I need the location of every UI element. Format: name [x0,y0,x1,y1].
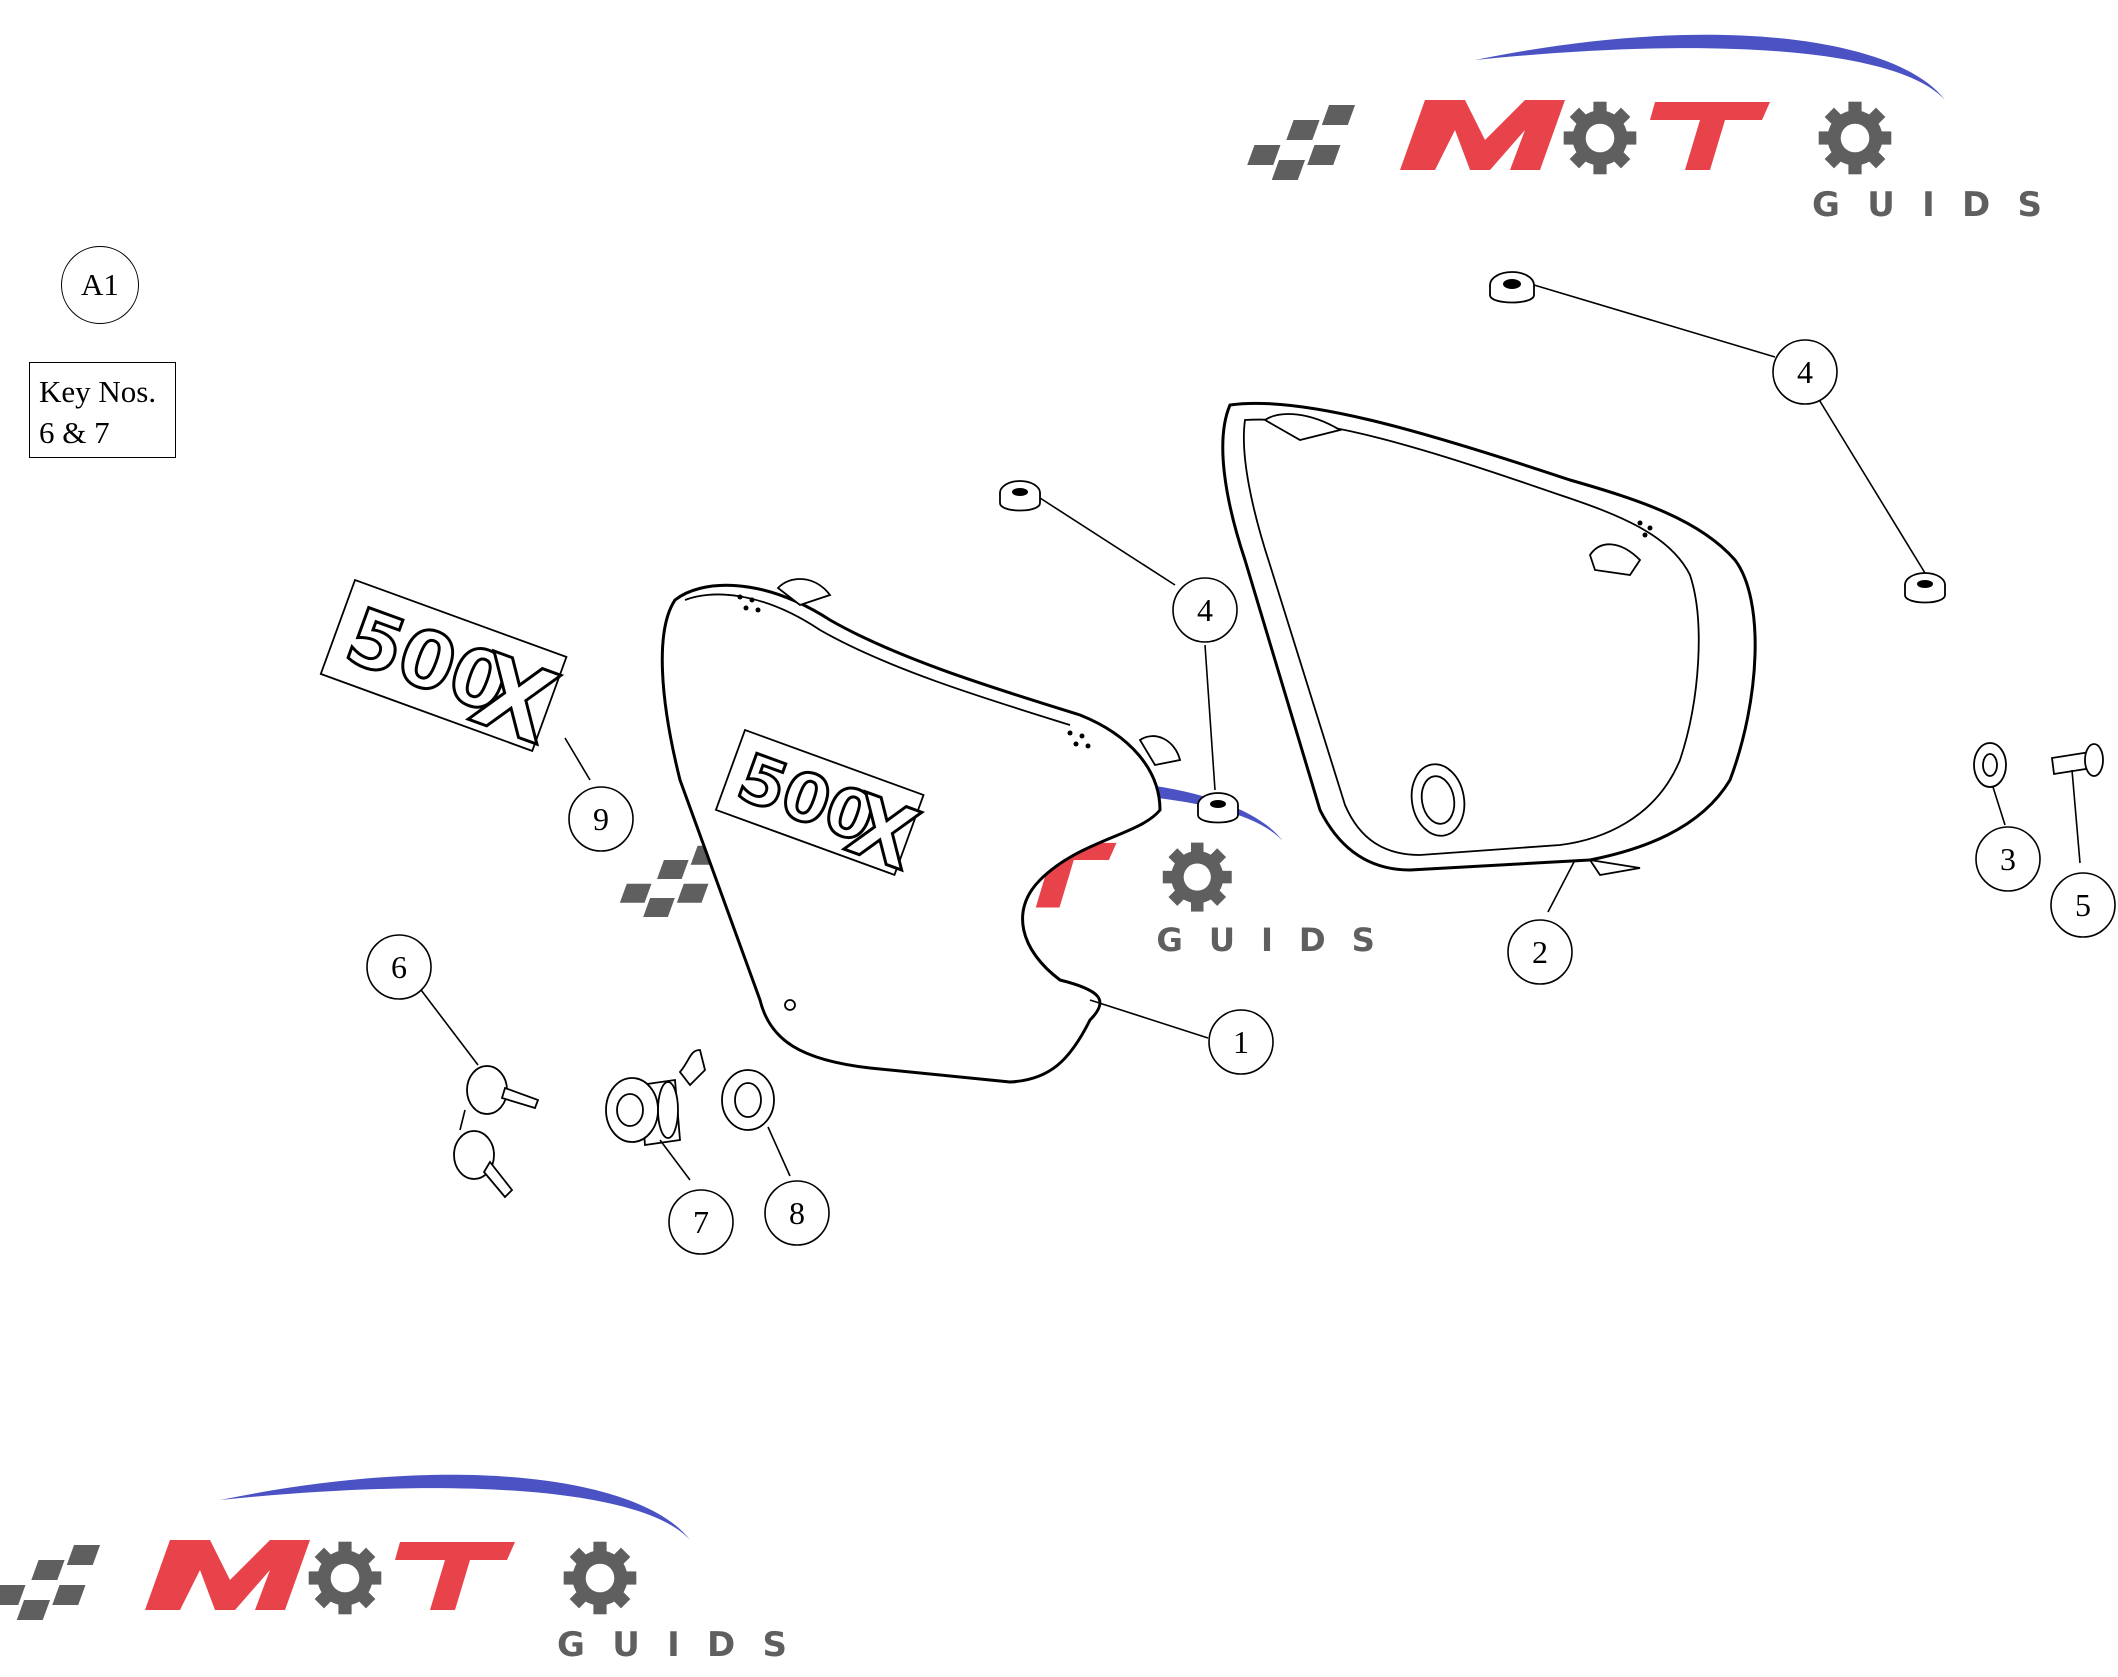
grommet-center [1197,792,1239,824]
callout-6: 6 [366,934,432,1000]
diagram-reference-circle: A1 [61,246,139,324]
grommet-upper-right [1489,271,1535,304]
lock-washer [721,1069,775,1131]
panel-badge-letter: X [836,775,930,889]
key-note-box: Key Nos. 6 & 7 [29,362,176,458]
callout-1: 1 [1208,1009,1274,1075]
callout-5: 5 [2050,872,2116,938]
callout-6-label: 6 [391,949,407,985]
side-panel-right [1221,401,1757,876]
keys [453,1065,540,1199]
side-panel-left: 500 X [660,578,1182,1084]
callout-7: 7 [668,1189,734,1255]
watermark-center-sub: GUIDS [1156,921,1384,959]
washer [1973,742,2007,788]
leader-lines [417,284,2081,1181]
watermark-top-sub: GUIDS [1812,185,2052,225]
callout-1-label: 1 [1233,1024,1249,1060]
bolt [2050,743,2104,777]
watermark-bottom-sub: GUIDS [557,1625,797,1665]
callout-4-top-label: 4 [1797,354,1813,390]
callout-4-left: 4 [1172,577,1238,643]
grommet-right [1904,572,1946,604]
watermark-logo-bottom: GUIDS [0,1474,797,1665]
callout-4-top: 4 [1772,339,1838,405]
callout-7-label: 7 [693,1204,709,1240]
callout-8-label: 8 [789,1195,805,1231]
key-note-line1: Key Nos. [39,374,157,409]
decal-500x: 500 X [319,578,572,769]
diagram-reference-label: A1 [81,267,119,302]
callout-3-label: 3 [2000,841,2016,877]
callout-9-label: 9 [593,801,609,837]
callout-2: 2 [1507,919,1573,985]
grommet-left [999,480,1041,512]
callout-9: 9 [568,786,634,852]
callout-4-left-label: 4 [1197,592,1213,628]
key-note-line2: 6 & 7 [39,415,110,450]
callout-8: 8 [764,1180,830,1246]
lock-barrel [605,1049,706,1147]
callout-3: 3 [1975,826,2041,892]
callout-5-label: 5 [2075,887,2091,923]
watermark-logo-top: GUIDS [1247,34,2052,225]
callout-2-label: 2 [1532,934,1548,970]
